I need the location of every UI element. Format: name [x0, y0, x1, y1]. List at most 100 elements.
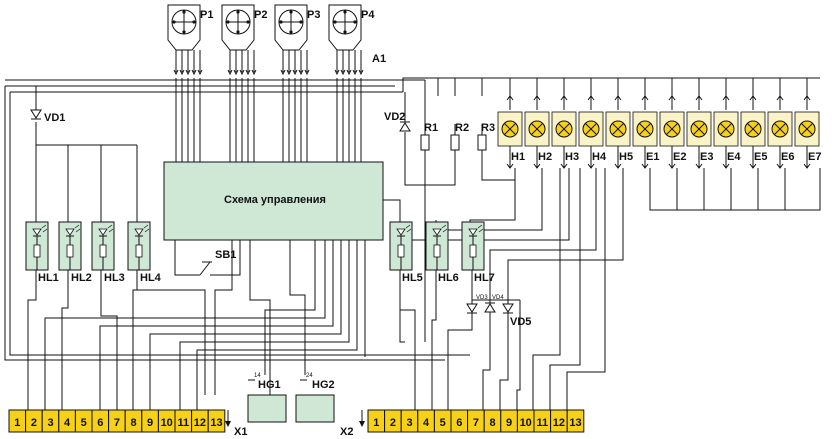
terminal-number: 1 — [373, 417, 379, 429]
diode-vd4: VD4 — [484, 295, 504, 313]
terminal-number: 13 — [210, 417, 222, 429]
terminal: 1 — [367, 409, 386, 433]
terminal-number: 12 — [553, 417, 565, 429]
resistor-r2-label: R2 — [455, 122, 469, 134]
optocoupler-label: HL6 — [438, 272, 459, 284]
terminal: 9 — [500, 409, 518, 433]
pressure-switch-1-label: P1 — [200, 9, 213, 21]
optocoupler-label: HL5 — [402, 272, 423, 284]
lamp-e5: E5 — [740, 95, 767, 169]
optocoupler-hl5: HL5 — [389, 221, 423, 284]
terminal: 3 — [400, 409, 419, 433]
lamp-e2: E2 — [659, 95, 686, 169]
optocoupler-hl6: HL6 — [425, 221, 459, 284]
terminal-number: 2 — [390, 417, 396, 429]
pressure-switch-4: P4 — [328, 4, 375, 76]
connector-a1-label: A1 — [372, 53, 386, 65]
lamp-e3: E3 — [686, 95, 713, 169]
pressure-switch-2-label: P2 — [254, 9, 267, 21]
terminal-number: 7 — [473, 417, 479, 429]
terminal-block-x2-label: X2 — [340, 426, 353, 438]
lamp-label: H3 — [565, 151, 579, 163]
terminal: 6 — [450, 409, 469, 433]
terminal: 8 — [124, 409, 143, 433]
hour-meter-hg1-pin: 14 — [254, 373, 261, 379]
terminal-number: 3 — [406, 417, 412, 429]
lamp-label: E7 — [808, 151, 821, 163]
diode-vd3-label: VD3 — [476, 295, 488, 301]
pressure-switch-2: P2 — [221, 4, 267, 76]
terminal-number: 11 — [177, 417, 189, 429]
hour-meter-hg1-label: HG1 — [258, 379, 281, 391]
terminal: 9 — [141, 409, 159, 433]
diode-vd4-label: VD4 — [492, 295, 504, 301]
terminal-number: 11 — [536, 417, 548, 429]
terminal: 12 — [191, 409, 209, 433]
optocoupler-hl3: HL3 — [91, 221, 125, 284]
terminal-number: 9 — [147, 417, 153, 429]
optocoupler-label: HL2 — [71, 272, 92, 284]
terminal: 5 — [433, 409, 452, 433]
lamp-label: H4 — [592, 151, 607, 163]
terminal: 13 — [566, 409, 585, 433]
terminal-block-x1-label: X1 — [234, 426, 247, 438]
lamp-label: H1 — [511, 151, 525, 163]
lamp-label: E3 — [700, 151, 713, 163]
terminal-number: 6 — [97, 417, 103, 429]
terminal-number: 6 — [456, 417, 462, 429]
terminal: 2 — [25, 409, 43, 433]
lamp-label: H5 — [619, 151, 633, 163]
diode-vd5: VD5 — [502, 303, 531, 328]
pressure-switch-3-label: P3 — [307, 9, 320, 21]
terminal-number: 7 — [114, 417, 120, 429]
terminal-number: 4 — [423, 417, 430, 429]
lamp-label: E1 — [646, 151, 659, 163]
terminal-number: 12 — [194, 417, 206, 429]
terminal: 11 — [174, 409, 193, 433]
resistor-r1-label: R1 — [424, 122, 438, 134]
lamp-label: E4 — [727, 151, 741, 163]
diode-vd1-label: VD1 — [44, 112, 65, 124]
terminal: 4 — [417, 409, 435, 433]
terminal-number: 3 — [47, 417, 53, 429]
hour-meter-hg2-pin: 24 — [306, 373, 313, 379]
terminal-number: 2 — [31, 417, 37, 429]
lamp-e6: E6 — [767, 95, 794, 169]
control-block — [163, 161, 384, 241]
terminal: 12 — [550, 409, 568, 433]
terminal: 2 — [384, 409, 402, 433]
terminal-number: 5 — [81, 417, 87, 429]
optocoupler-label: HL4 — [140, 272, 162, 284]
diode-vd2-label: VD2 — [384, 111, 405, 123]
hour-meter-hg1: 14 HG1 — [247, 373, 287, 423]
diode-vd1: VD1 — [30, 109, 65, 124]
diode-vd3: VD3 — [466, 295, 488, 314]
terminal: 10 — [516, 409, 535, 433]
terminal-number: 4 — [64, 417, 71, 429]
terminal: 5 — [74, 409, 93, 433]
terminal-number: 10 — [161, 417, 173, 429]
wires — [4, 77, 821, 410]
hour-meter-hg2-label: HG2 — [312, 379, 335, 391]
terminal: 4 — [58, 409, 76, 433]
terminal-number: 10 — [520, 417, 532, 429]
lamp-h5: H5 — [605, 95, 633, 169]
terminal: 7 — [467, 409, 485, 433]
pressure-switch-1: P1 — [167, 4, 213, 76]
optocoupler-label: HL7 — [474, 272, 495, 284]
lamp-h2: H2 — [524, 95, 552, 169]
optocoupler-hl1: HL1 — [25, 221, 59, 284]
resistor-r1: R1 — [420, 122, 438, 151]
lamp-h3: H3 — [551, 95, 579, 169]
optocoupler-label: HL3 — [104, 272, 125, 284]
terminal-number: 8 — [489, 417, 495, 429]
terminal: 7 — [108, 409, 126, 433]
terminal: 10 — [157, 409, 176, 433]
terminal-number: 1 — [14, 417, 20, 429]
terminal: 3 — [41, 409, 60, 433]
lamp-h4: H4 — [578, 95, 607, 169]
